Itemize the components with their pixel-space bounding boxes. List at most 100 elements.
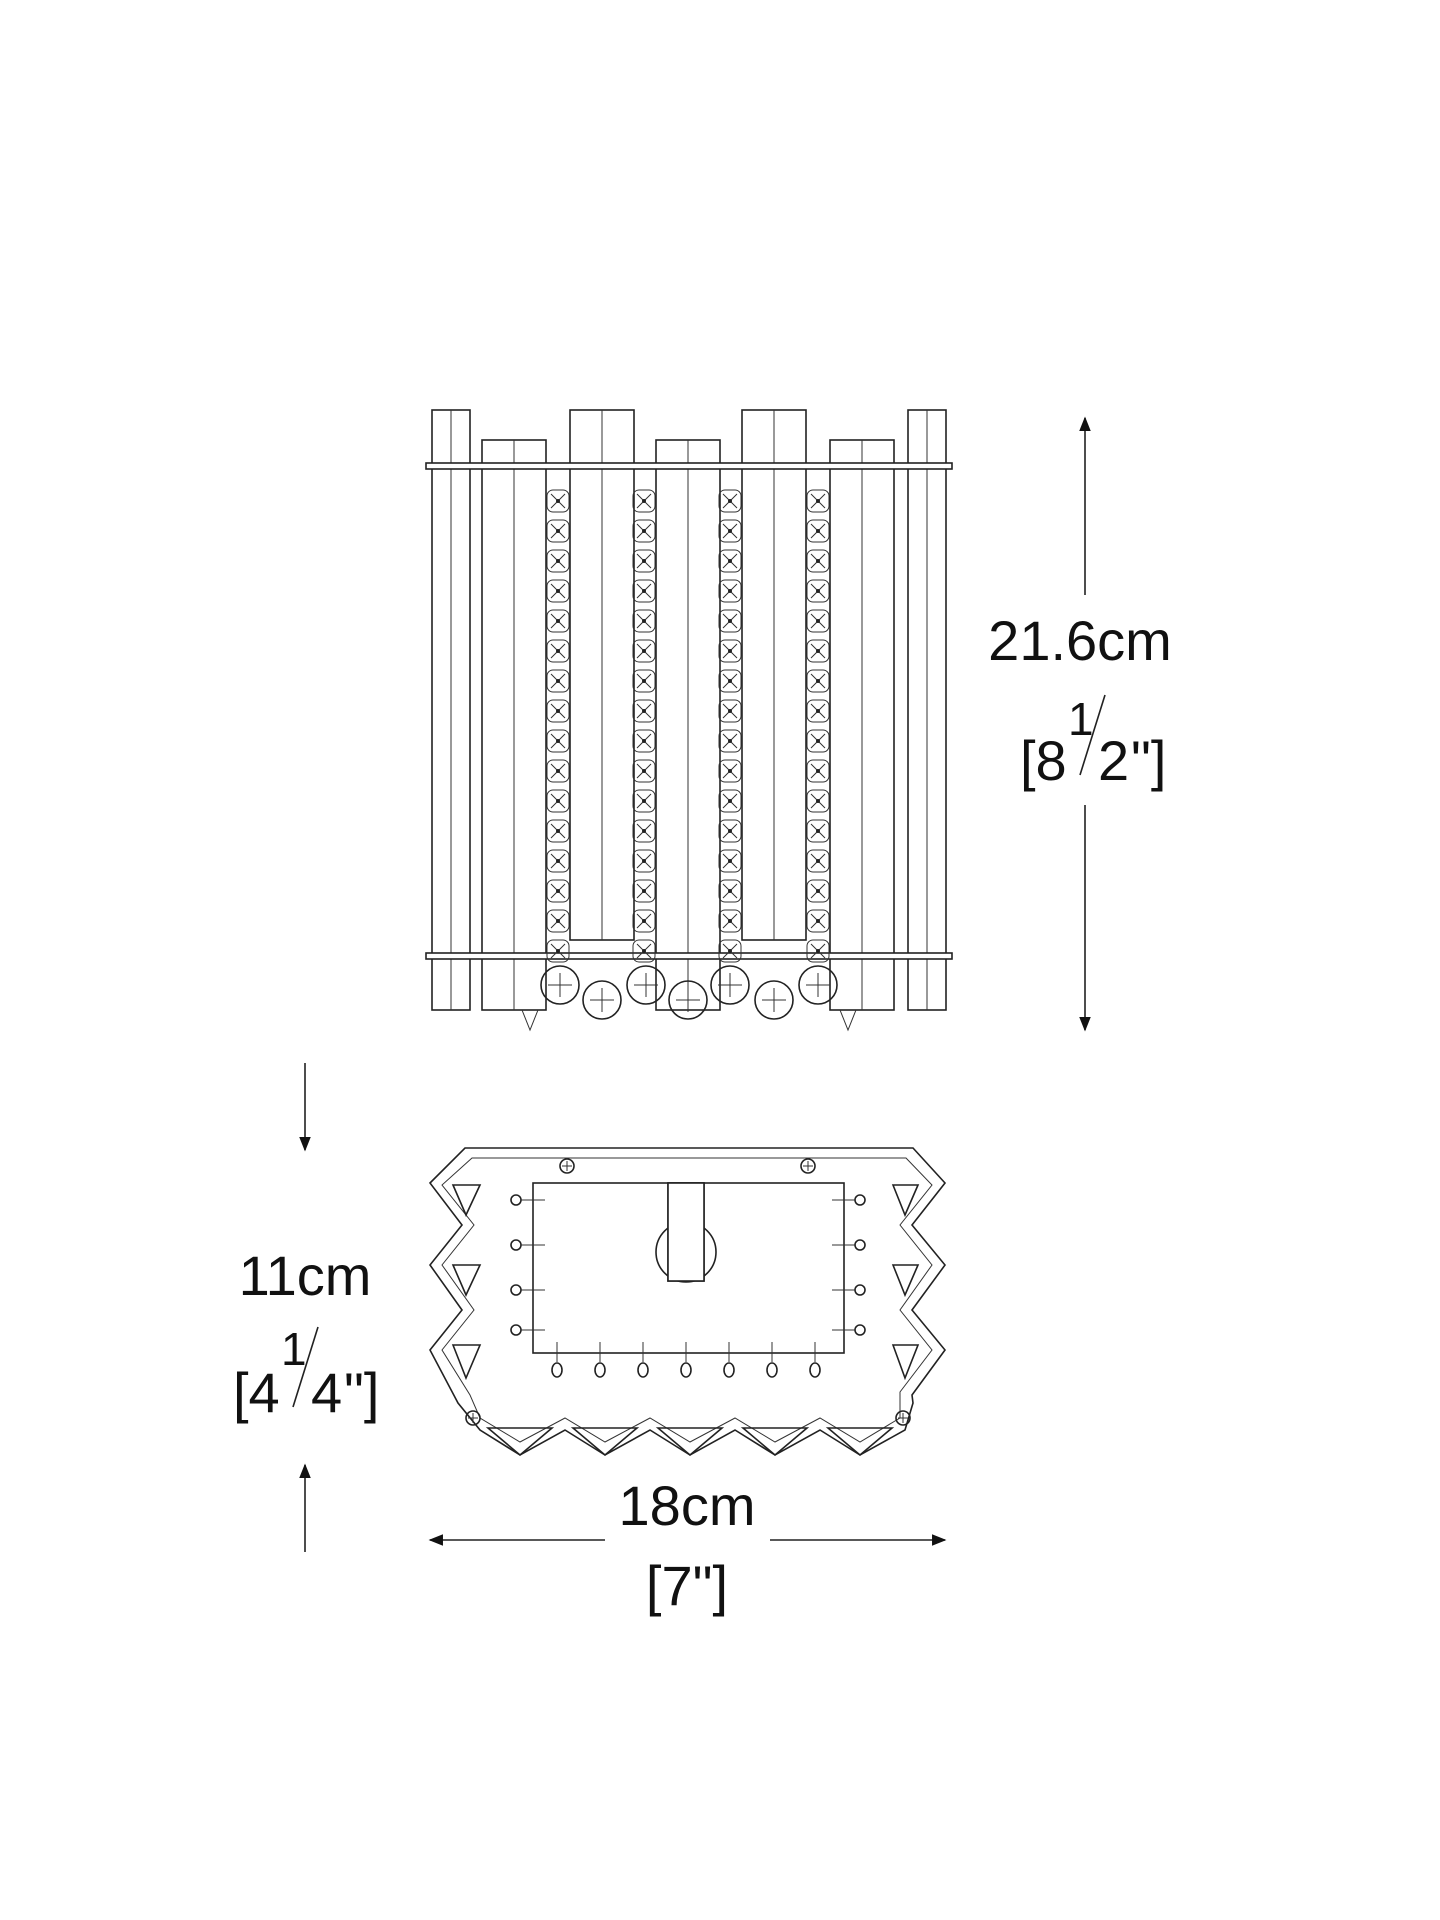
crystal-bead xyxy=(718,789,742,813)
screw-icon xyxy=(800,1158,816,1174)
crystal-bead xyxy=(632,819,656,843)
crystal-triangle xyxy=(451,1264,482,1297)
crystal-bead xyxy=(718,579,742,603)
crystal-pin xyxy=(723,1362,735,1378)
crystal-bead xyxy=(806,849,830,873)
crystal-bead xyxy=(546,579,570,603)
front-elevation-view xyxy=(425,409,953,1032)
crystal-bead xyxy=(718,609,742,633)
crystal-bead xyxy=(718,489,742,513)
crystal-bead xyxy=(546,549,570,573)
crystal-bead xyxy=(632,789,656,813)
crystal-bead xyxy=(806,579,830,603)
crystal-bead xyxy=(806,609,830,633)
crystal-bead xyxy=(546,909,570,933)
depth-dimension: 11cm [4 1 4 "] xyxy=(233,1063,379,1552)
crystal-bead xyxy=(806,729,830,753)
crystal-bead xyxy=(546,639,570,663)
crystal-bead xyxy=(632,729,656,753)
crystal-pin xyxy=(510,1239,522,1251)
crystal-bead xyxy=(546,489,570,513)
screw-icon xyxy=(559,1158,575,1174)
crystal-pin xyxy=(594,1362,606,1378)
crystal-triangle xyxy=(891,1264,920,1298)
crystal-bead xyxy=(806,939,830,963)
crystal-bead xyxy=(546,819,570,843)
crystal-bead xyxy=(806,789,830,813)
height-fraction-numerator: 1 xyxy=(1068,693,1094,745)
crystal-pin xyxy=(551,1362,563,1378)
crystal-drop xyxy=(754,980,794,1020)
height-metric-label: 21.6cm xyxy=(988,609,1172,672)
crystal-pin xyxy=(510,1284,522,1296)
depth-imperial-close: "] xyxy=(344,1361,379,1424)
crystal-pin xyxy=(680,1362,692,1378)
crystal-triangle xyxy=(451,1184,482,1217)
plan-crystal-pins xyxy=(510,1194,866,1378)
plan-crystal-triangles xyxy=(451,1184,920,1457)
crystal-pin xyxy=(510,1324,522,1336)
crystal-pin xyxy=(854,1284,866,1296)
crystal-bead xyxy=(806,669,830,693)
crystal-pin xyxy=(809,1362,821,1378)
crystal-bead xyxy=(632,579,656,603)
depth-metric-label: 11cm xyxy=(239,1244,372,1307)
crystal-bead xyxy=(546,849,570,873)
crystal-bead xyxy=(546,939,570,963)
crystal-bead xyxy=(546,609,570,633)
crystal-triangle xyxy=(740,1427,810,1457)
crystal-pin xyxy=(854,1194,866,1206)
crystal-bead xyxy=(806,519,830,543)
crystal-bead xyxy=(718,519,742,543)
crystal-bead xyxy=(632,879,656,903)
crystal-bead xyxy=(546,669,570,693)
width-dimension: 18cm [7"] xyxy=(428,1474,947,1617)
crystal-drop xyxy=(582,980,622,1020)
crystal-bead xyxy=(632,849,656,873)
crystal-drop xyxy=(668,980,708,1020)
height-fraction-denominator: 2 xyxy=(1098,729,1129,792)
crystal-bead xyxy=(632,489,656,513)
crystal-triangle xyxy=(825,1427,895,1457)
crystal-bead xyxy=(806,909,830,933)
crystal-bead xyxy=(718,879,742,903)
height-dimension: 21.6cm [8 1 2 "] xyxy=(988,416,1172,1032)
screw-icon xyxy=(895,1410,911,1426)
crystal-bead xyxy=(632,549,656,573)
crystal-pin xyxy=(766,1362,778,1378)
crystal-bead xyxy=(546,879,570,903)
crystal-bead xyxy=(806,549,830,573)
crystal-triangle xyxy=(655,1427,725,1457)
depth-imperial-open: [4 xyxy=(233,1361,280,1424)
crystal-bead xyxy=(632,519,656,543)
crystal-bead xyxy=(632,939,656,963)
crystal-bead xyxy=(632,699,656,723)
crystal-triangle xyxy=(451,1344,482,1381)
crystal-bead xyxy=(806,699,830,723)
width-metric-label: 18cm xyxy=(619,1474,756,1537)
crystal-bead xyxy=(718,639,742,663)
top-plan-view xyxy=(428,1147,947,1457)
crystal-bead xyxy=(718,549,742,573)
height-imperial-close: "] xyxy=(1131,729,1166,792)
crystal-triangle xyxy=(891,1184,920,1218)
depth-fraction-numerator: 1 xyxy=(281,1323,307,1375)
crystal-bead xyxy=(632,639,656,663)
crystal-bead xyxy=(718,939,742,963)
crystal-bead xyxy=(718,669,742,693)
height-imperial-open: [8 xyxy=(1020,729,1067,792)
crystal-triangle xyxy=(485,1427,555,1457)
crystal-bead xyxy=(546,699,570,723)
width-imperial-label: [7"] xyxy=(646,1554,728,1617)
crystal-bead xyxy=(718,849,742,873)
crystal-bead xyxy=(806,879,830,903)
crystal-bead xyxy=(718,909,742,933)
crystal-drop xyxy=(626,965,666,1005)
crystal-bead xyxy=(632,759,656,783)
crystal-bead xyxy=(632,669,656,693)
crystal-pin xyxy=(854,1239,866,1251)
depth-fraction-denominator: 4 xyxy=(311,1361,342,1424)
crystal-pin xyxy=(637,1362,649,1378)
crystal-triangle xyxy=(891,1344,920,1381)
crystal-drop xyxy=(710,965,750,1005)
